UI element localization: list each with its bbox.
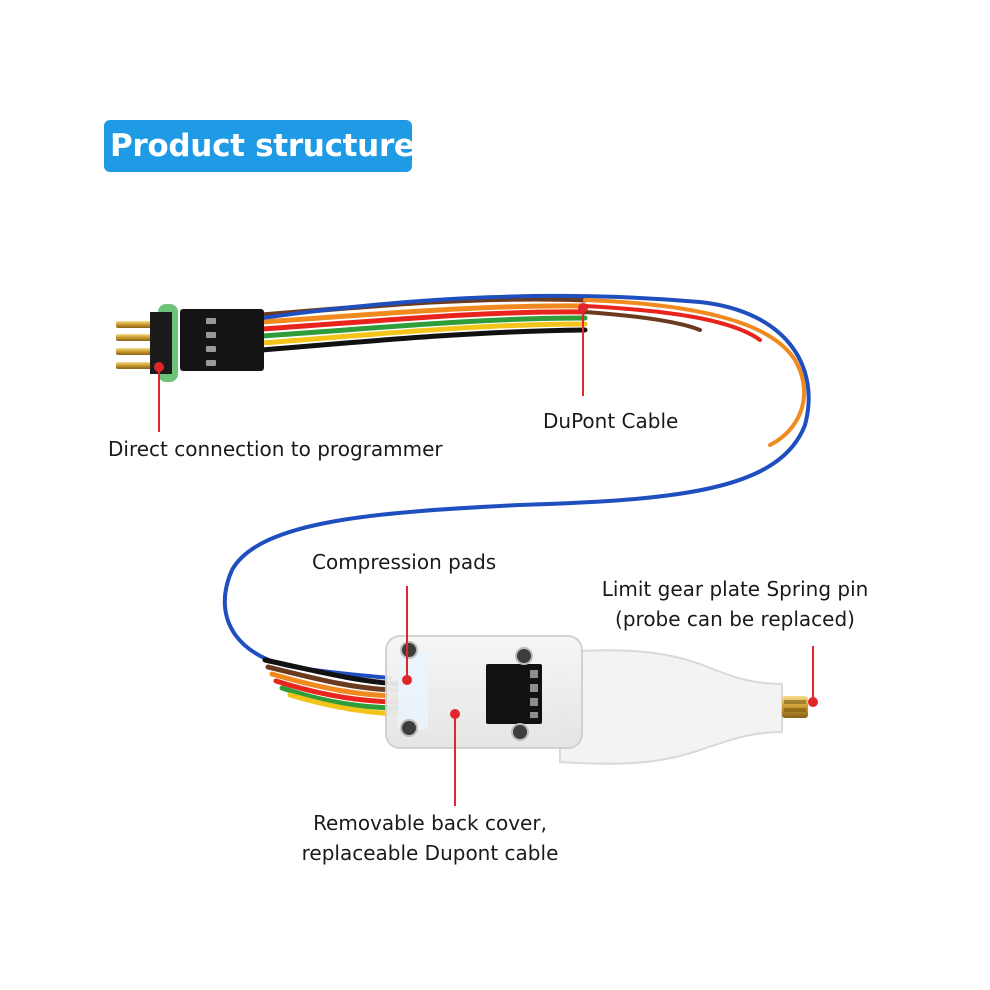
header-pin bbox=[116, 362, 156, 369]
compression-pad bbox=[398, 650, 428, 730]
label-back-cover-line1: Removable back cover, bbox=[313, 811, 547, 835]
label-spring-pin: Limit gear plate Spring pin (probe can b… bbox=[590, 574, 880, 634]
dupont-housing bbox=[180, 309, 264, 371]
label-dupont-cable: DuPont Cable bbox=[543, 409, 679, 433]
callout-lines bbox=[154, 303, 818, 806]
section-title-banner: Product structure bbox=[104, 120, 415, 172]
dupont-socket bbox=[486, 664, 542, 724]
spring-pin-tip bbox=[782, 696, 808, 718]
programmer-connector bbox=[116, 304, 264, 382]
screw bbox=[400, 641, 533, 741]
label-back-cover: Removable back cover, replaceable Dupont… bbox=[280, 808, 580, 868]
probe-assembly bbox=[385, 635, 808, 765]
label-compression-pads: Compression pads bbox=[312, 550, 497, 574]
label-spring-pin-line1: Limit gear plate Spring pin bbox=[601, 577, 869, 601]
header-pin bbox=[116, 334, 156, 341]
label-spring-pin-line2: (probe can be replaced) bbox=[615, 607, 855, 631]
section-title: Product structure bbox=[110, 128, 415, 164]
header-pin bbox=[116, 321, 156, 328]
label-back-cover-line2: replaceable Dupont cable bbox=[301, 841, 559, 865]
probe-handle bbox=[559, 649, 783, 765]
header-pin bbox=[116, 348, 156, 355]
label-programmer-connection: Direct connection to programmer bbox=[108, 437, 443, 461]
header-block bbox=[150, 312, 172, 374]
